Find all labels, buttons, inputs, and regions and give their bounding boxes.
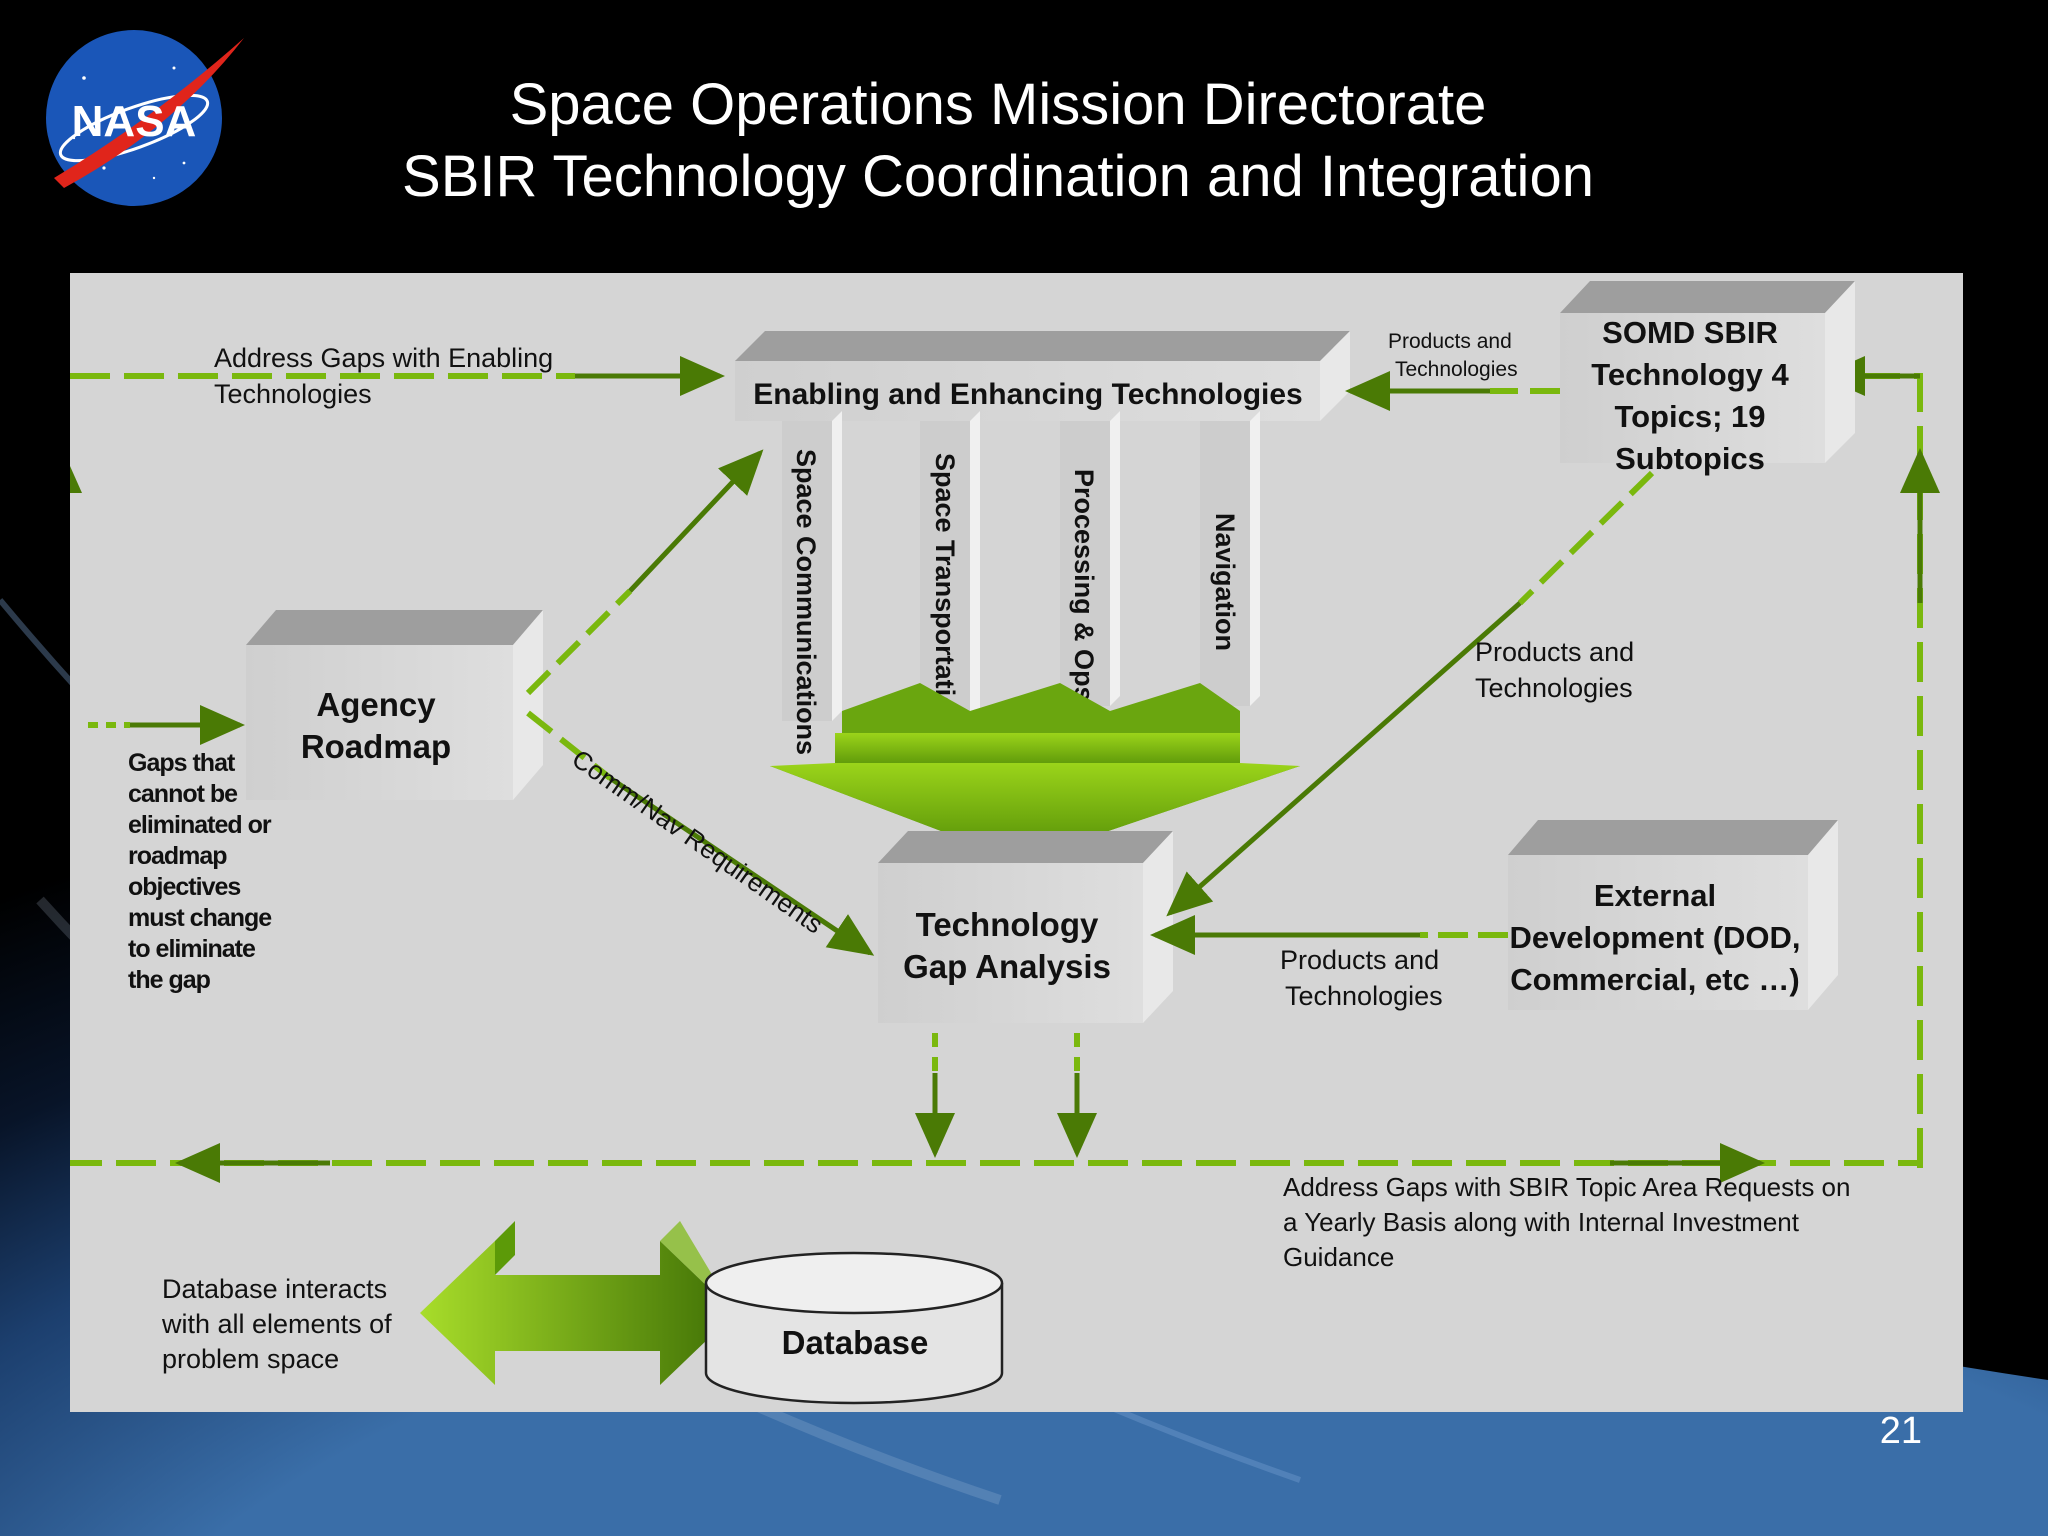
external-development-box: External Development (DOD, Commercial, e…: [1508, 820, 1838, 1010]
database-cylinder: Database: [704, 1251, 1004, 1405]
label-products-ext-1: Products and: [1280, 945, 1439, 975]
dash-agency-gap: [526, 710, 612, 781]
slide-title-line1: Space Operations Mission Directorate: [509, 72, 1487, 137]
label-address-enabling-2: Technologies: [214, 379, 372, 409]
external-line1: External: [1594, 878, 1716, 913]
agency-line2: Roadmap: [301, 728, 451, 765]
arrow-agency-enabling: [628, 449, 764, 593]
somd-sbir-box: SOMD SBIR Technology 4 Topics; 19 Subtop…: [1560, 281, 1855, 476]
database-double-arrow: [420, 1221, 735, 1385]
arrow-somd-gap: [1166, 601, 1522, 917]
agency-line1: Agency: [316, 686, 436, 723]
label-address-enabling-1: Address Gaps with Enabling: [214, 343, 553, 373]
pillar-label-space-transportation: Space Transportation: [930, 453, 960, 729]
gap-analysis-box: Technology Gap Analysis: [878, 831, 1173, 1023]
diagram: Enabling and Enhancing Technologies Spac…: [70, 281, 1940, 1405]
label-gaps-7: to eliminate: [128, 935, 256, 963]
nasa-logo-text: NASA: [72, 97, 197, 146]
label-address-sbir-3: Guidance: [1283, 1242, 1394, 1272]
enabling-technologies-label: Enabling and Enhancing Technologies: [753, 378, 1302, 411]
label-db-interacts-1: Database interacts: [162, 1274, 387, 1304]
pillar-label-space-communications: Space Communications: [791, 449, 821, 755]
label-products-top-2: Technologies: [1395, 358, 1518, 381]
dash-agency-enabling: [525, 588, 633, 696]
somd-line4: Subtopics: [1615, 441, 1765, 476]
label-gaps-1: Gaps that: [128, 749, 236, 777]
pillar-processing-ops: Processing & Ops: [1060, 411, 1120, 706]
slide-title-line2: SBIR Technology Coordination and Integra…: [402, 144, 1594, 209]
label-gaps-3: eliminated or: [128, 811, 272, 839]
pillar-label-navigation: Navigation: [1210, 513, 1240, 651]
dash-somd-gap: [1517, 470, 1655, 606]
pillar-space-transportation: Space Transportation: [920, 411, 980, 729]
label-gaps-5: objectives: [128, 873, 240, 901]
somd-line1: SOMD SBIR: [1602, 315, 1778, 350]
label-products-mid-2: Technologies: [1475, 673, 1633, 703]
label-db-interacts-2: with all elements of: [161, 1309, 392, 1339]
label-gaps-8: the gap: [128, 966, 211, 994]
somd-line2: Technology 4: [1591, 357, 1789, 392]
label-products-top-1: Products and: [1388, 330, 1512, 353]
pillar-navigation: Navigation: [1200, 411, 1260, 706]
label-address-sbir-1: Address Gaps with SBIR Topic Area Reques…: [1283, 1172, 1850, 1202]
enabling-technologies-box: Enabling and Enhancing Technologies: [735, 331, 1350, 421]
nasa-logo: NASA: [46, 30, 244, 206]
label-products-mid-1: Products and: [1475, 637, 1634, 667]
label-address-sbir-2: a Yearly Basis along with Internal Inves…: [1283, 1207, 1800, 1237]
gap-line2: Gap Analysis: [903, 948, 1111, 985]
convergence-arrow: [770, 683, 1300, 861]
somd-line3: Topics; 19: [1614, 399, 1765, 434]
database-label: Database: [782, 1324, 929, 1361]
label-gaps-2: cannot be: [128, 780, 238, 808]
label-db-interacts-3: problem space: [162, 1344, 339, 1374]
gap-line1: Technology: [916, 906, 1099, 943]
page-number: 21: [1879, 1410, 1922, 1452]
arrow-agency-gap: [608, 775, 875, 956]
agency-roadmap-box: Agency Roadmap: [246, 610, 543, 800]
label-products-ext-2: Technologies: [1285, 981, 1443, 1011]
label-gaps-6: must change: [128, 904, 272, 932]
external-line3: Commercial, etc …): [1510, 962, 1799, 997]
pillars: Space Communications Space Transportatio…: [782, 411, 1260, 755]
external-line2: Development (DOD,: [1509, 920, 1800, 955]
pillar-label-processing-ops: Processing & Ops: [1069, 469, 1099, 702]
pillar-space-communications: Space Communications: [782, 411, 842, 755]
label-gaps-4: roadmap: [128, 842, 227, 870]
